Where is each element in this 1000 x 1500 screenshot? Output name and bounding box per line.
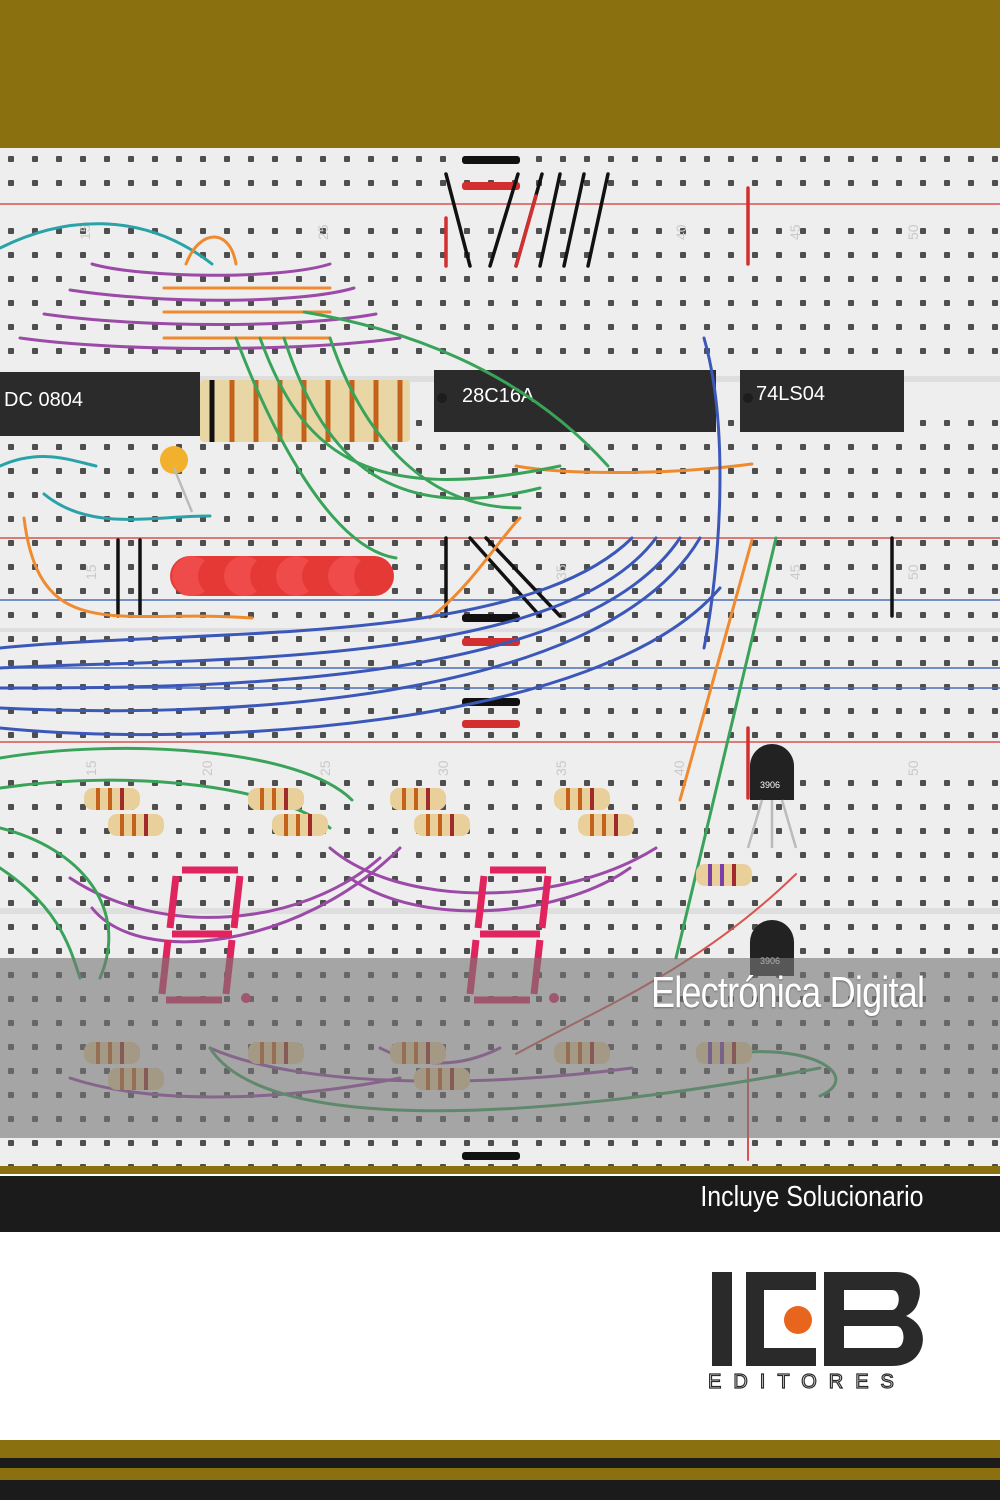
bottom-dark-stripe <box>0 1458 1000 1468</box>
col-number: 25 <box>315 224 331 240</box>
chip-adc: DC 0804 <box>0 372 200 436</box>
title-banner <box>0 958 1000 1138</box>
transistor-1-label: 3906 <box>760 780 780 790</box>
col-number: 40 <box>673 224 689 240</box>
cover-title: Electrónica Digital <box>650 968 925 1017</box>
chip-eeprom: 28C16A <box>434 370 716 432</box>
chip-inverter-label: 74LS04 <box>756 383 825 405</box>
cover-subtitle: Incluye Solucionario <box>700 1181 924 1213</box>
chip-inverter: 74LS04 <box>740 370 904 432</box>
subtitle-band <box>0 1176 1000 1232</box>
col-number: 45 <box>787 224 803 240</box>
col-number: 40 <box>671 760 687 776</box>
gold-divider <box>0 1166 1000 1174</box>
col-number: 20 <box>199 760 215 776</box>
led-row <box>170 556 394 596</box>
col-number: 50 <box>905 224 921 240</box>
bottom-gold-stripe <box>0 1468 1000 1480</box>
col-number: 30 <box>435 760 451 776</box>
col-number: 15 <box>77 224 93 240</box>
col-number: 35 <box>553 760 569 776</box>
col-number: 50 <box>905 760 921 776</box>
col-number: 15 <box>83 564 99 580</box>
bottom-dark-band <box>0 1480 1000 1500</box>
chip-adc-label: DC 0804 <box>4 389 83 411</box>
publisher-logo: EDITORES <box>707 1272 923 1393</box>
col-number: 50 <box>905 564 921 580</box>
col-number: 15 <box>83 760 99 776</box>
top-gold-band <box>0 0 1000 148</box>
publisher-subtext: EDITORES <box>708 1371 906 1393</box>
transistor-1: 3906 <box>746 744 798 849</box>
chip-eeprom-label: 28C16A <box>462 385 535 407</box>
col-number: 35 <box>553 564 569 580</box>
col-number: 25 <box>317 760 333 776</box>
col-number: 45 <box>787 564 803 580</box>
